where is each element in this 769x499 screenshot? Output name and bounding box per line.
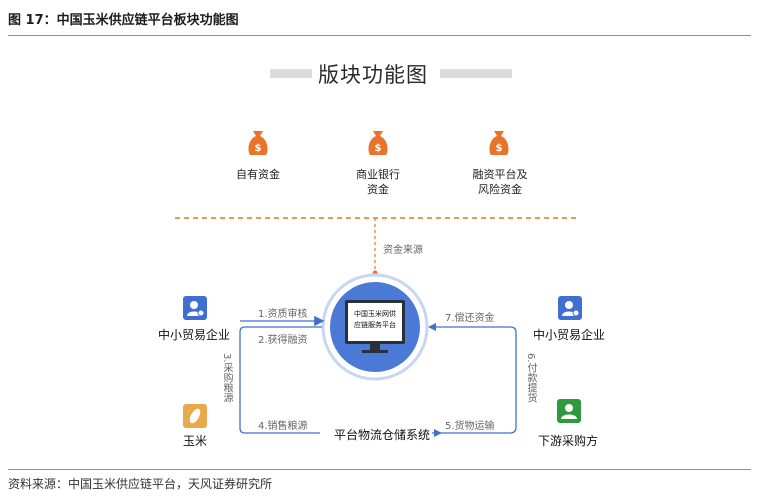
figure-title: 图 17：中国玉米供应链平台板块功能图 xyxy=(8,13,239,28)
right-enterprise-label: 中小贸易企业 xyxy=(533,328,606,342)
fund-source-label: 资金来源 xyxy=(383,245,423,256)
top-divider xyxy=(8,35,751,36)
downstream-label: 下游采购方 xyxy=(538,434,599,448)
bottom-divider xyxy=(8,469,751,470)
step-1-label: 1.资质审核 xyxy=(258,309,308,320)
step-5-label: 5.货物运输 xyxy=(445,421,495,432)
money-bag-icon-2: $ xyxy=(368,131,388,155)
svg-text:$: $ xyxy=(255,143,262,154)
left-enterprise-label: 中小贸易企业 xyxy=(158,328,231,342)
step-7-label: 7.偿还资金 xyxy=(445,313,495,324)
title-bar-left xyxy=(270,69,312,78)
funding-platform-risk: 融资平台及 风险资金 xyxy=(472,168,528,196)
step-3-label: 3.采购粮源 xyxy=(221,353,232,403)
svg-text:$: $ xyxy=(375,143,382,154)
money-bag-icon-3: $ xyxy=(489,131,509,155)
funding-commercial-bank: 商业银行 资金 xyxy=(356,168,400,196)
title-bar-right xyxy=(440,69,512,78)
downstream-buyer-icon xyxy=(557,399,581,423)
source-note: 资料来源：中国玉米供应链平台，天风证券研究所 xyxy=(8,477,273,491)
platform-label: 中国玉米网供 应链服务平台 xyxy=(354,310,396,329)
svg-text:$: $ xyxy=(496,143,503,154)
right-enterprise-icon xyxy=(558,296,582,320)
step-6-label: 6.付款提货 xyxy=(525,353,536,403)
corn-label: 玉米 xyxy=(183,434,208,448)
diagram-title: 版块功能图 xyxy=(318,63,428,87)
warehouse-label: 平台物流仓储系统 xyxy=(332,426,433,443)
funding-own-capital: 自有资金 xyxy=(236,168,280,181)
money-bag-icon-1: $ xyxy=(248,131,268,155)
corn-icon xyxy=(183,404,207,428)
left-enterprise-icon xyxy=(183,296,207,320)
step-2-label: 2.获得融资 xyxy=(258,335,308,346)
step-4-label: 4.销售粮源 xyxy=(258,421,308,432)
